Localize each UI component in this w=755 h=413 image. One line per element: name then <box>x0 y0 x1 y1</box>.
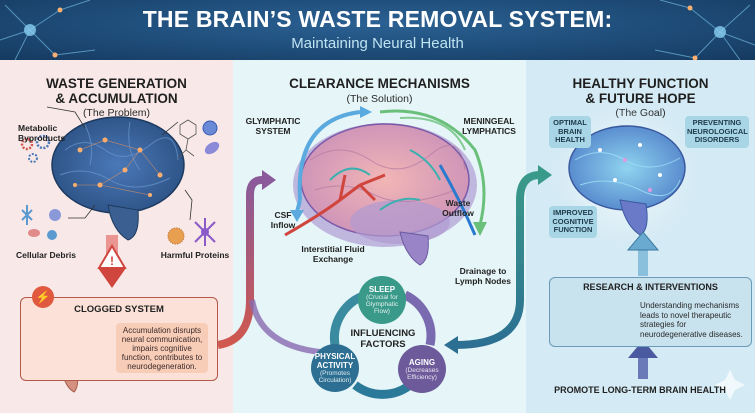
factor-name: SLEEP <box>368 285 396 294</box>
clogged-system-text: Accumulation disrupts neural communicati… <box>116 323 208 373</box>
label-glymphatic-system: GLYMPHATIC SYSTEM <box>245 116 301 136</box>
factor-physical-activity: PHYSICAL ACTIVITY (Promotes Circulation) <box>311 344 359 392</box>
header-banner: THE BRAIN’S WASTE REMOVAL SYSTEM: Mainta… <box>0 0 755 60</box>
research-title: RESEARCH & INTERVENTIONS <box>583 282 718 292</box>
research-box <box>549 277 752 347</box>
page-subtitle: Maintaining Neural Health <box>291 35 464 52</box>
neuron-decoration-icon <box>654 0 755 60</box>
research-text: Understanding mechanisms leads to novel … <box>640 301 743 339</box>
factor-sleep: SLEEP (Crucial for Glymphatic Flow) <box>358 276 406 324</box>
solution-panel: CLEARANCE MECHANISMS (The Solution) <box>233 60 526 413</box>
label-drainage: Drainage to Lymph Nodes <box>455 266 511 286</box>
problem-heading-line1: WASTE GENERATION <box>46 76 187 91</box>
label-waste-outflow: Waste Outflow <box>442 198 474 218</box>
factor-aging: AGING (Decreases Efficiency) <box>398 345 446 393</box>
tag-preventing-disorders: PREVENTING NEUROLOGICAL DISORDERS <box>685 116 749 148</box>
factor-desc: (Crucial for Glymphatic Flow) <box>365 294 399 315</box>
factor-name: AGING <box>408 357 436 367</box>
label-meningeal-lymphatics: MENINGEAL LYMPHATICS <box>462 116 516 136</box>
problem-caption: (The Problem) <box>82 107 151 119</box>
label-metabolic-byproducts: Metabolic Byproducts <box>18 123 66 143</box>
tag-improved-cognition: IMPROVED COGNITIVE FUNCTION <box>549 206 597 238</box>
solution-caption: (The Solution) <box>346 93 413 105</box>
clog-alert-icon: ⚡ <box>32 286 54 308</box>
tag-optimal-brain-health: OPTIMAL BRAIN HEALTH <box>549 116 591 148</box>
label-csf-inflow: CSF Inflow <box>270 210 296 230</box>
factor-desc: (Decreases Efficiency) <box>405 366 439 381</box>
problem-heading-line2: & ACCUMULATION <box>55 91 178 106</box>
goal-heading-line2: & FUTURE HOPE <box>585 91 696 106</box>
influencing-factors-title: INFLUENCING FACTORS <box>350 328 416 350</box>
page-title: THE BRAIN’S WASTE REMOVAL SYSTEM: <box>142 6 613 32</box>
label-cellular-debris: Cellular Debris <box>16 250 76 260</box>
label-harmful-proteins: Harmful Proteins <box>160 250 230 260</box>
label-interstitial-fluid: Interstitial Fluid Exchange <box>301 244 365 264</box>
factor-name: PHYSICAL ACTIVITY <box>314 352 356 370</box>
neuron-decoration-icon <box>0 0 96 60</box>
solution-heading: CLEARANCE MECHANISMS <box>289 76 470 91</box>
promote-brain-health: PROMOTE LONG-TERM BRAIN HEALTH <box>554 385 726 395</box>
goal-heading-line1: HEALTHY FUNCTION <box>572 76 709 91</box>
clogged-system-title: CLOGGED SYSTEM <box>74 304 164 315</box>
factor-desc: (Promotes Circulation) <box>318 370 352 384</box>
